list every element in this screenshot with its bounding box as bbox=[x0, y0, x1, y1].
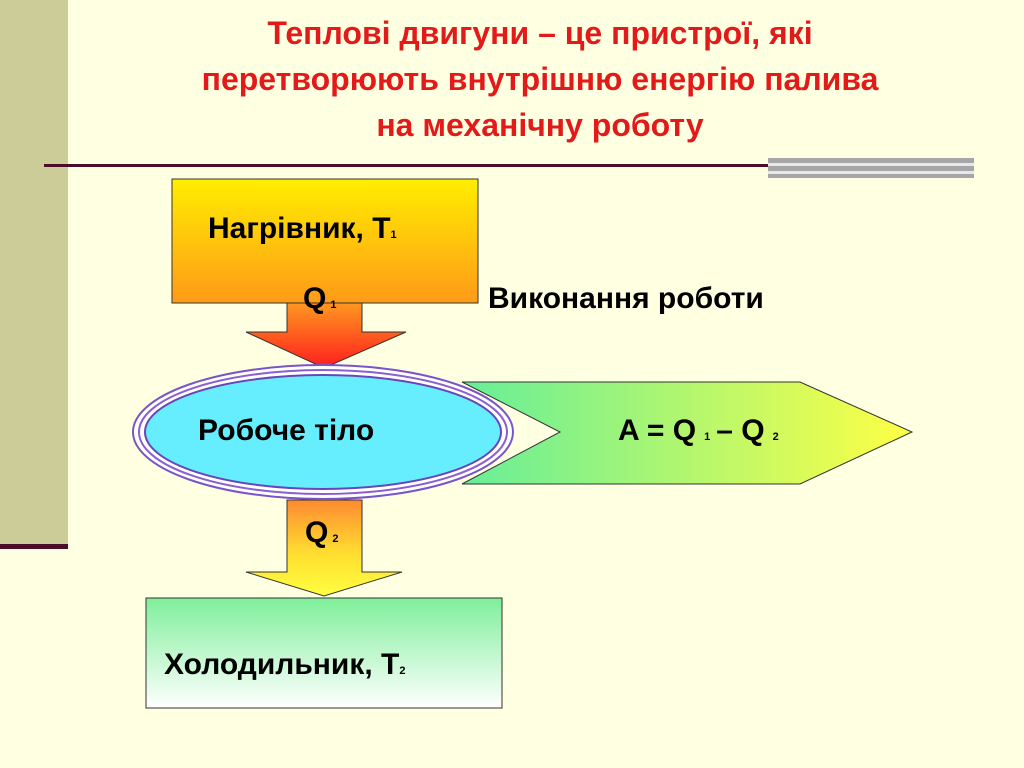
left-decor-line bbox=[0, 544, 68, 549]
left-decor-bar bbox=[0, 0, 68, 545]
cooler-subscript: 2 bbox=[399, 665, 406, 677]
heater-box bbox=[171, 178, 479, 304]
heater-subscript: 1 bbox=[390, 229, 397, 241]
q1-text: Q bbox=[303, 282, 327, 315]
formula-sub-1: 1 bbox=[704, 431, 711, 443]
work-formula: A = Q 1 – Q 2 bbox=[618, 414, 779, 448]
divider-accent-block bbox=[768, 158, 974, 178]
heater-text: Нагрівник, Т bbox=[208, 212, 391, 245]
working-body-ellipse bbox=[132, 364, 514, 500]
cooler-box bbox=[145, 597, 503, 709]
title-line-3: на механічну роботу bbox=[376, 107, 704, 143]
q2-text: Q bbox=[305, 516, 329, 549]
work-output-arrow bbox=[461, 381, 914, 485]
q2-heat-arrow bbox=[245, 499, 403, 597]
title-divider bbox=[44, 164, 974, 167]
cooler-text: Холодильник, Т bbox=[164, 648, 400, 681]
formula-minus-q: – Q bbox=[716, 414, 765, 447]
title-line-2: перетворюють внутрішню енергію палива bbox=[201, 61, 879, 97]
formula-sub-2: 2 bbox=[772, 431, 779, 443]
formula-a-q: A = Q bbox=[618, 414, 697, 447]
work-caption: Виконання роботи bbox=[488, 282, 764, 315]
q2-subscript: 2 bbox=[332, 533, 339, 545]
q1-subscript: 1 bbox=[330, 299, 337, 311]
q1-heat-arrow bbox=[245, 302, 407, 369]
cooler-label: Холодильник, Т2 bbox=[164, 648, 405, 682]
working-body-label: Робоче тіло bbox=[198, 414, 375, 447]
slide-title: Теплові двигуни – це пристрої, які перет… bbox=[60, 10, 1020, 148]
title-line-1: Теплові двигуни – це пристрої, які bbox=[267, 15, 813, 51]
heater-label: Нагрівник, Т1 bbox=[208, 212, 397, 246]
